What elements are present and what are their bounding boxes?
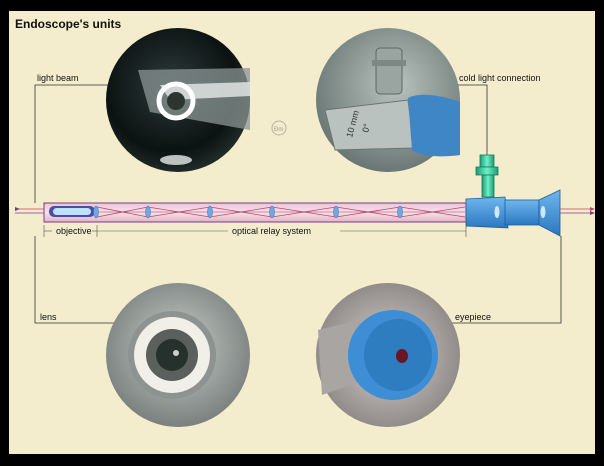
connection-text-angle: 0° xyxy=(360,122,372,133)
eyepiece-photo xyxy=(316,283,460,427)
eyepiece-assembly xyxy=(465,154,595,237)
logo-text: Đm xyxy=(274,127,283,133)
label-lens: lens xyxy=(40,312,57,322)
label-eyepiece: eyepiece xyxy=(455,312,492,322)
label-objective: objective xyxy=(56,226,92,236)
label-cold-light-connection: cold light connection xyxy=(459,73,541,83)
label-optical-relay-system: optical relay system xyxy=(232,226,312,236)
diagram-title: Endoscope's units xyxy=(15,17,122,31)
section-markers xyxy=(43,225,467,237)
cold-light-connection-photo: 10 mm 0° xyxy=(316,28,460,172)
endoscope-tube xyxy=(15,202,467,223)
watermark-logo: Đm xyxy=(271,120,287,136)
light-beam-photo xyxy=(106,28,250,172)
lens-photo xyxy=(106,283,250,427)
leader-lines xyxy=(34,84,562,324)
label-light-beam: light beam xyxy=(37,73,79,83)
